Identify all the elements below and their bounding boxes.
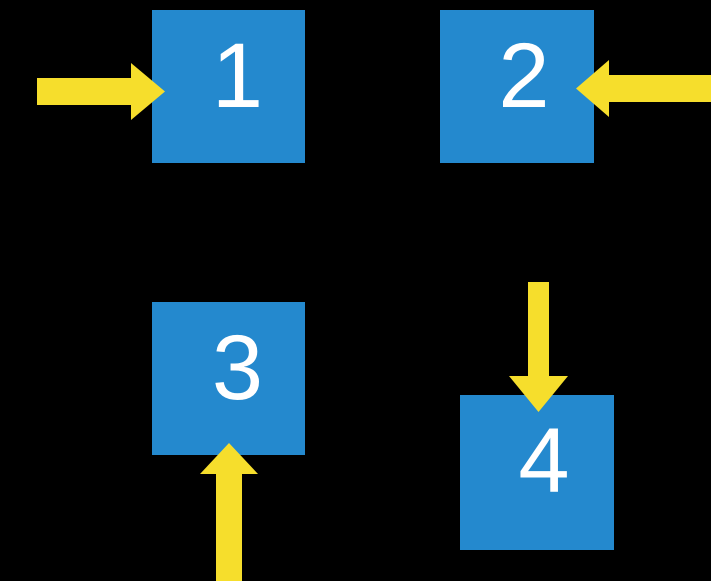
arrow-down-into-node-4[interactable] xyxy=(509,282,568,412)
arrow-up-into-node-3[interactable] xyxy=(200,443,258,581)
node-block-2[interactable] xyxy=(440,10,594,163)
node-label-2: 2 xyxy=(498,25,550,127)
arrow-left-into-node-2[interactable] xyxy=(576,60,711,117)
node-label-3: 3 xyxy=(211,317,264,419)
node-label-1: 1 xyxy=(211,25,264,127)
node-block-1[interactable] xyxy=(152,10,305,163)
node-block-4[interactable] xyxy=(460,395,614,550)
node-label-4: 4 xyxy=(518,410,570,512)
arrow-right-into-node-1[interactable] xyxy=(37,63,165,120)
node-block-3[interactable] xyxy=(152,302,305,455)
